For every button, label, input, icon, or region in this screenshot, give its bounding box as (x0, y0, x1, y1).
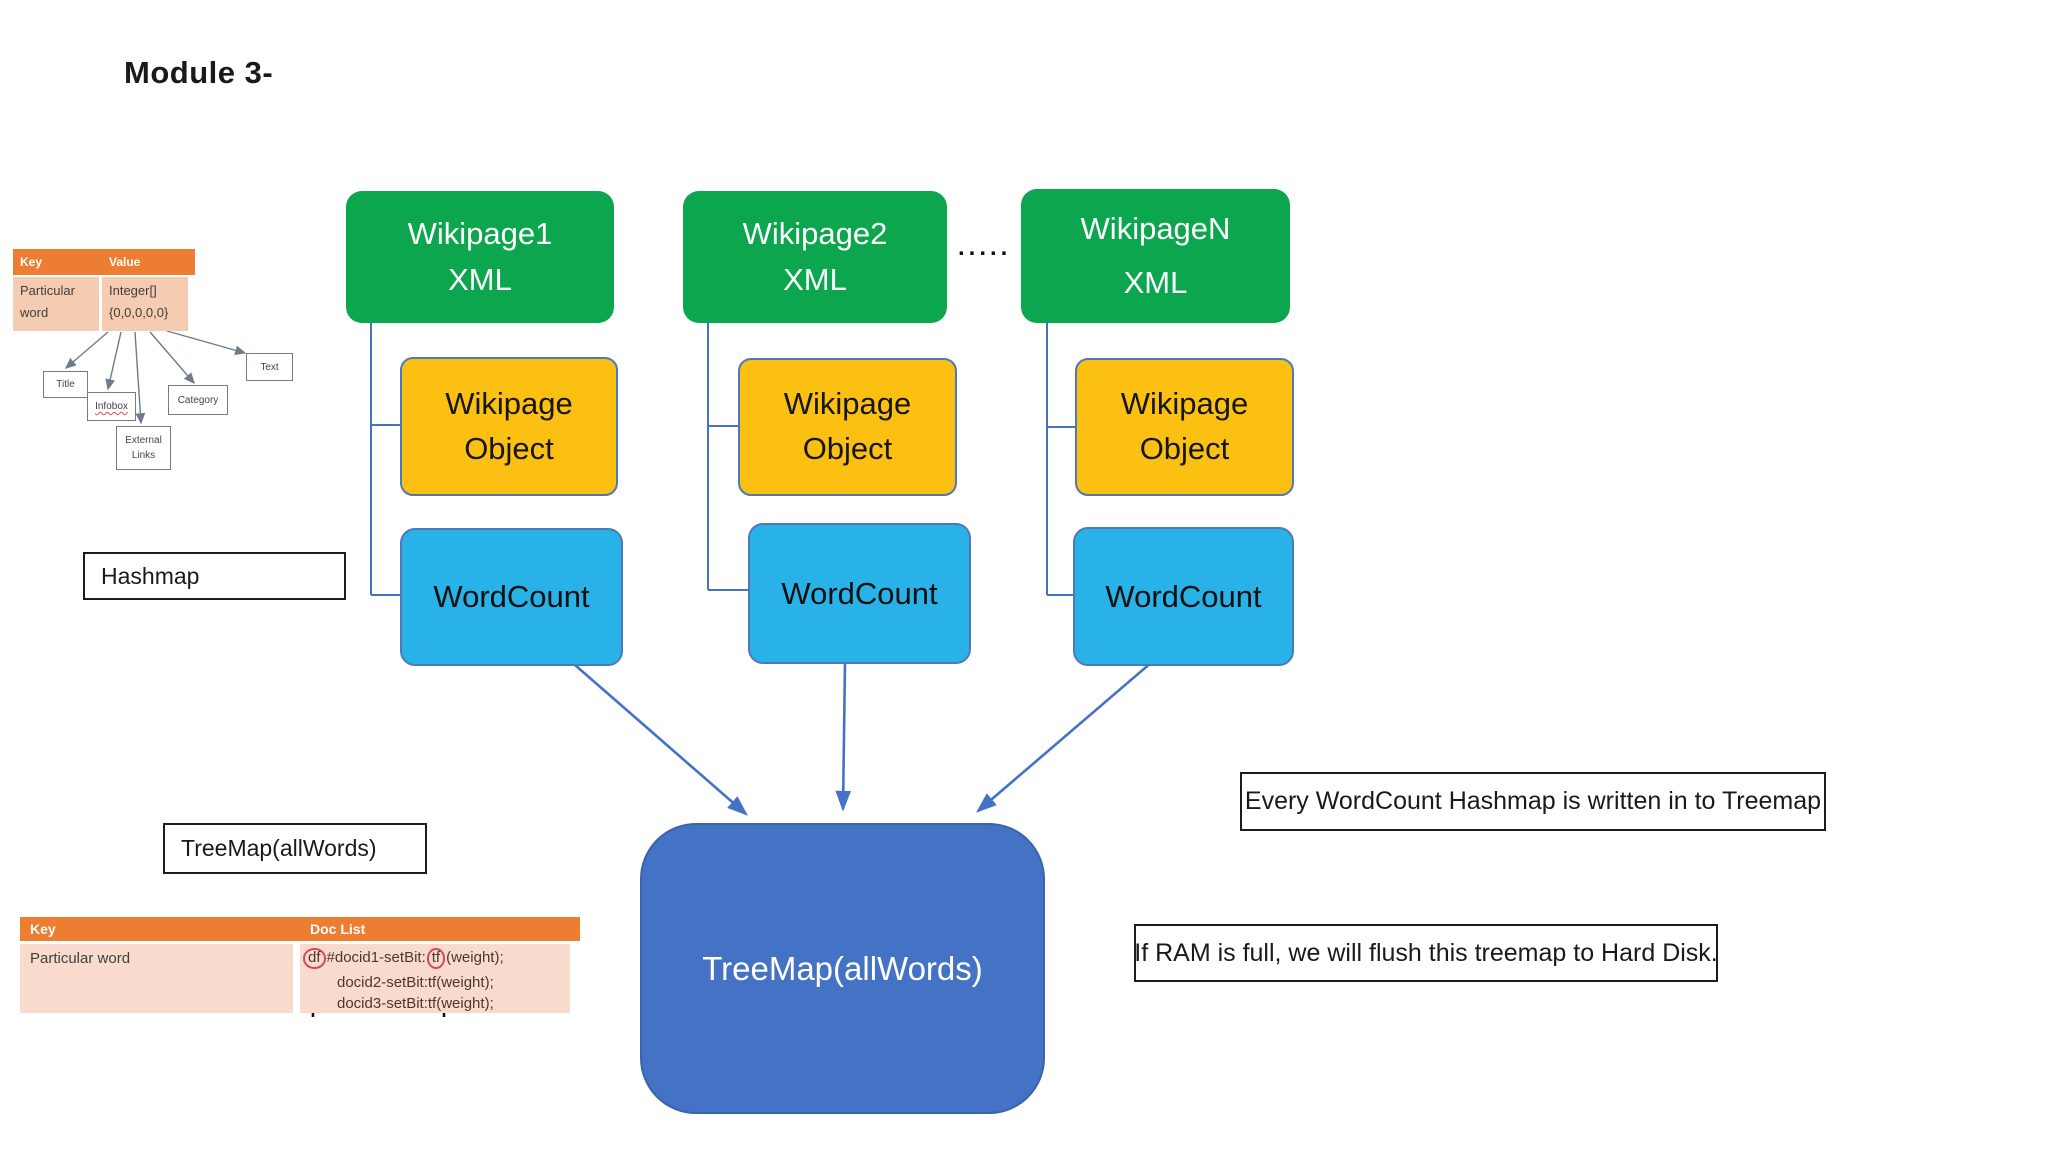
node-infobox: Infobox (87, 392, 136, 421)
node-category: Category (168, 385, 228, 415)
node-text: Text (246, 353, 293, 381)
doclist-line-1: df#docid1-setBit:tf(weight); (302, 948, 504, 969)
node-title: Title (43, 371, 88, 398)
wordcount-box-1: WordCount (400, 528, 623, 666)
doclist-line-2: docid2-setBit:tf(weight); (337, 974, 494, 991)
note-wordcount-to-treemap: Every WordCount Hashmap is written in to… (1240, 772, 1826, 831)
doclist-header-doclist: Doc List (300, 917, 580, 941)
tf-red-circle: tf (426, 948, 446, 969)
page-title: Module 3- (124, 55, 274, 90)
doclist-line1-suffix: (weight); (446, 949, 504, 966)
node-infobox-label: Infobox (95, 401, 128, 412)
hashmap-label-box: Hashmap (83, 552, 346, 600)
node-external-links: External Links (116, 426, 171, 470)
df-red-circle: df (303, 948, 326, 969)
ellipsis-dots: ..... (958, 234, 1012, 261)
doclist-cell-doclist: df#docid1-setBit:tf(weight); docid2-setB… (300, 944, 570, 1013)
doclist-line-3: docid3-setBit:tf(weight); (337, 995, 494, 1012)
wordcount-to-treemap-arrows (574, 661, 1153, 816)
doclist-header-key: Key (20, 917, 303, 941)
wikipage-object-box-1: Wikipage Object (400, 357, 618, 496)
note-ram-flush: If RAM is full, we will flush this treem… (1134, 924, 1718, 982)
wikipageN-xml-box: WikipageN XML (1021, 189, 1290, 323)
mini-table-cell-key: Particular word (13, 277, 99, 331)
column3-connector (1046, 323, 1075, 596)
doclist-cell-key: Particular word (20, 944, 293, 1013)
wikipage2-xml-box: Wikipage2 XML (683, 191, 947, 323)
wordcount-box-2: WordCount (748, 523, 971, 664)
mini-table-header-key: Key (13, 249, 106, 275)
doclist-line1-mid: #docid1-setBit: (326, 949, 426, 966)
treemap-label-box: TreeMap(allWords) (163, 823, 427, 874)
wikipage1-xml-box: Wikipage1 XML (346, 191, 614, 323)
wikipage-object-box-2: Wikipage Object (738, 358, 957, 496)
column1-connector (370, 323, 400, 596)
mini-table-cell-value: Integer[] {0,0,0,0,0} (102, 277, 188, 331)
wikipage-object-box-3: Wikipage Object (1075, 358, 1294, 496)
treemap-box: TreeMap(allWords) (640, 823, 1045, 1114)
wordcount-box-3: WordCount (1073, 527, 1294, 666)
mini-table-header-value: Value (102, 249, 195, 275)
